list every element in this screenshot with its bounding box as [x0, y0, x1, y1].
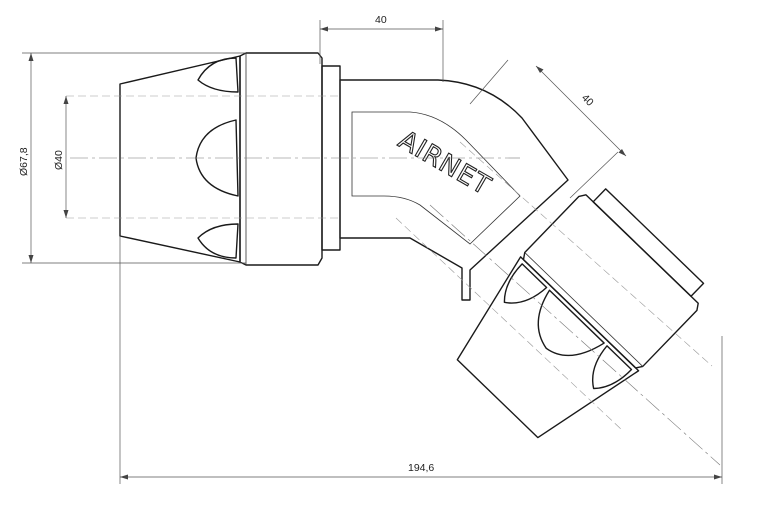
angled-arrow-top [536, 66, 544, 73]
left-connector-nut [119, 52, 341, 266]
center-lines [66, 95, 721, 466]
angled-ext-top [469, 59, 509, 105]
right-connector-nut [456, 188, 705, 439]
elbow-body [339, 79, 569, 301]
outer-arrow-top [28, 53, 34, 61]
angled-arrow-bottom [618, 149, 626, 156]
right-grip-middle [537, 289, 605, 357]
outer-arrow-bottom [28, 255, 34, 263]
total-arrow-right [714, 474, 722, 480]
right-grip-left [503, 263, 548, 304]
inner-arrow-top [63, 96, 69, 104]
inner-arrow-bottom [63, 210, 69, 218]
left-grip-top [197, 57, 239, 93]
dimension-total-length: 194,6 [119, 236, 723, 484]
angled-length-label: 40 [579, 92, 596, 109]
top-arrow-right [435, 26, 443, 32]
left-grip-middle [195, 119, 239, 197]
total-length-label: 194,6 [408, 462, 434, 474]
right-grip-right [592, 345, 633, 390]
angled-ext-bottom [569, 151, 619, 199]
elbow-outer-outline [339, 79, 569, 301]
right-collet-outline [456, 256, 640, 439]
right-nut-edge [524, 252, 644, 367]
top-length-label: 40 [375, 14, 387, 26]
inner-diameter-label: Ø40 [53, 150, 65, 170]
angled-bore-top [459, 141, 713, 367]
angled-axis [429, 204, 721, 466]
right-collar [592, 188, 705, 297]
angled-bore-bottom [395, 217, 623, 431]
left-grip-bottom [197, 223, 239, 259]
top-arrow-left [320, 26, 328, 32]
dimension-outer-diameter: Ø67,8 [18, 52, 246, 264]
airnet-logo: AIRNET [393, 125, 496, 202]
angled-dim-line [535, 65, 627, 157]
total-arrow-left [120, 474, 128, 480]
left-nut-body [239, 52, 323, 266]
outer-diameter-label: Ø67,8 [18, 147, 30, 176]
left-collet-outline [119, 55, 241, 263]
dimension-top-length: 40 [319, 14, 444, 82]
dimension-inner-diameter: Ø40 [53, 96, 69, 218]
elbow-inner-window [351, 111, 521, 245]
